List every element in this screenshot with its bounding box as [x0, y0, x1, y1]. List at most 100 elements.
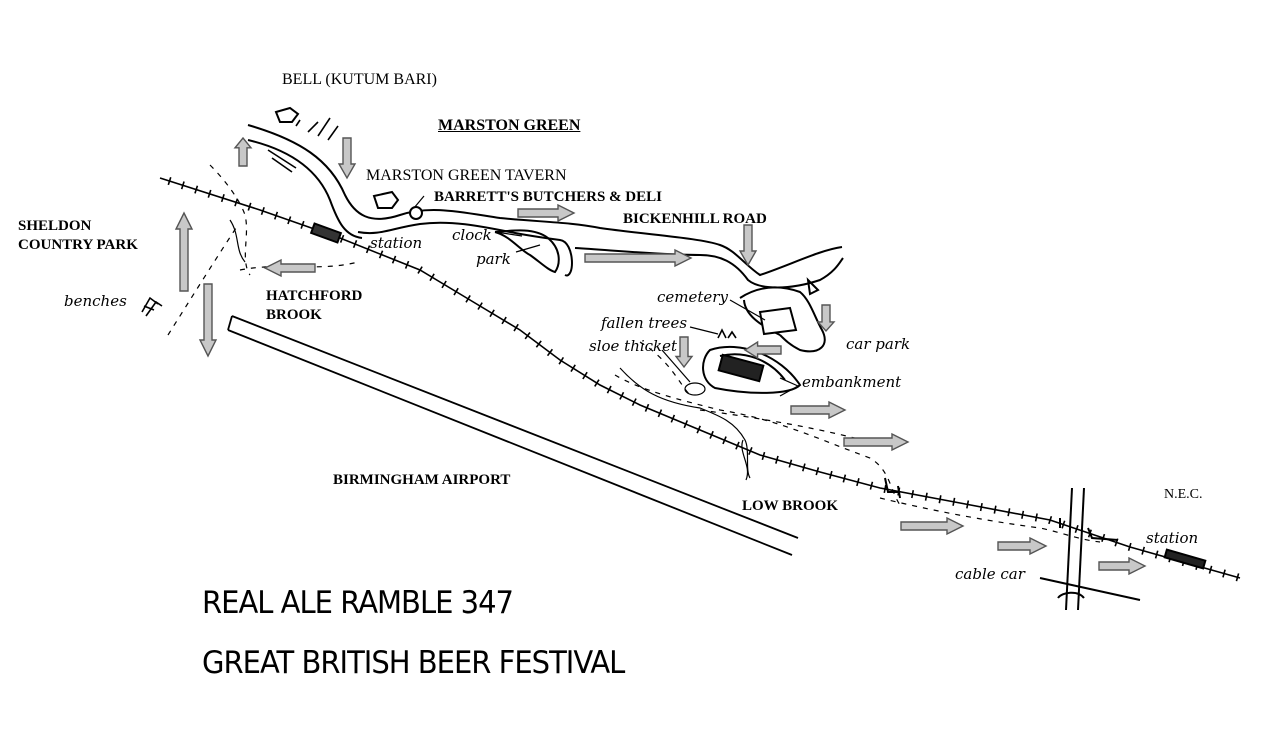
label-park: park: [476, 250, 511, 268]
label-low-brook: LOW BROOK: [742, 498, 838, 514]
route-arrow: [738, 224, 758, 267]
railway-tick: [657, 409, 663, 418]
label-bickenhill-road: BICKENHILL ROAD: [623, 211, 767, 227]
map-title: MARSTON GREEN: [438, 117, 581, 134]
railway-tick: [453, 287, 459, 296]
label-butchers: BARRETT'S BUTCHERS & DELI: [434, 189, 662, 205]
railway-tick: [1061, 520, 1066, 529]
caption-line1: REAL ALE RAMBLE 347: [202, 583, 514, 621]
railway-tick: [670, 414, 676, 423]
railway-tick: [339, 234, 345, 243]
railway-tick: [869, 481, 874, 490]
railway-tick: [924, 492, 928, 501]
brooks: [229, 219, 751, 481]
railway-tick: [683, 420, 689, 429]
railway-tick: [546, 348, 554, 357]
railway-tick: [524, 331, 531, 340]
railway-tick: [1141, 546, 1146, 555]
label-station-nec: station: [1146, 529, 1199, 547]
railway-tick: [1222, 569, 1226, 578]
route-arrow: [790, 400, 847, 420]
railway-tick: [352, 240, 358, 249]
route-arrow: [233, 136, 253, 167]
railway-tick: [775, 455, 779, 464]
railway-tick: [391, 255, 397, 264]
railway-tick: [993, 505, 997, 514]
label-station-marston-green: station: [370, 234, 423, 252]
label-cemetery: cemetery: [657, 288, 728, 306]
railway-tick: [570, 364, 576, 373]
railway-tick: [234, 198, 239, 207]
route-arrow: [198, 283, 218, 358]
railway-tick: [1154, 550, 1159, 559]
railway-tick: [1208, 565, 1213, 574]
railway-tick: [1127, 542, 1132, 551]
label-car-park: car park: [846, 335, 911, 353]
label-clock: clock: [452, 226, 492, 244]
railway-tick: [365, 245, 371, 254]
label-nec: N.E.C.: [1164, 487, 1203, 502]
railway-tick: [1235, 573, 1240, 582]
route-arrow: [337, 137, 357, 180]
railway-tick: [1074, 524, 1079, 534]
label-birmingham-airport: BIRMINGHAM AIRPORT: [333, 472, 511, 488]
label-hatchford-line1: HATCHFORD: [266, 288, 363, 304]
railway-tick: [788, 459, 793, 468]
label-cable-car: cable car: [955, 565, 1025, 583]
railway-tick: [911, 490, 915, 499]
label-fallen-trees: fallen trees: [601, 314, 688, 332]
label-sheldon-line2: COUNTRY PARK: [18, 237, 138, 253]
caption-line2: GREAT BRITISH BEER FESTIVAL: [202, 643, 625, 681]
route-arrow: [263, 258, 316, 278]
buildings: [274, 106, 1207, 570]
railway-tick: [815, 467, 820, 476]
railway-tick: [167, 176, 172, 186]
railway-tick: [842, 474, 847, 483]
railway-tick: [606, 385, 612, 394]
railway-tick: [558, 356, 565, 365]
railway-tick: [513, 323, 519, 332]
roads: [247, 124, 844, 353]
railway-tick: [709, 430, 714, 439]
railway-tick: [966, 500, 970, 509]
route-arrow: [843, 432, 910, 452]
railway-tick: [938, 495, 942, 504]
railway-tick: [1034, 513, 1038, 522]
railway-tick: [696, 425, 701, 434]
route-arrow: [584, 248, 693, 268]
railway-tick: [194, 185, 199, 194]
railway-tick: [180, 181, 185, 190]
railway-tick: [220, 194, 225, 203]
route-arrow: [1098, 556, 1147, 576]
cable-car-lines: [884, 477, 1141, 611]
railway-tick: [273, 211, 279, 220]
route-arrow: [517, 203, 576, 223]
label-tavern: MARSTON GREEN TAVERN: [366, 167, 567, 184]
railway-tick: [287, 216, 292, 225]
railway-tick: [1021, 510, 1025, 519]
railway-tick: [582, 371, 588, 380]
railway-tick: [761, 451, 766, 461]
route-arrows: [174, 136, 1147, 576]
route-arrow: [743, 340, 782, 360]
railway-tick: [631, 398, 637, 407]
railway-tick: [952, 497, 956, 506]
scrub-marks: [267, 117, 339, 173]
railway-tick: [829, 470, 833, 479]
railway-tick: [883, 484, 887, 494]
route-arrow: [997, 536, 1048, 556]
railway-tick: [207, 189, 212, 198]
label-sloe-thicket: sloe thicket: [589, 337, 678, 355]
railway-tick: [465, 295, 471, 303]
label-sheldon-line1: SHELDON: [18, 218, 92, 234]
railway-tick: [722, 436, 727, 445]
railway-tick: [735, 441, 740, 450]
railway-tick: [594, 379, 600, 387]
railway-tick: [429, 273, 435, 282]
railway-tick: [260, 206, 265, 216]
label-pointers: [413, 195, 800, 397]
railway-tick: [417, 266, 423, 274]
railway-tick: [441, 280, 447, 289]
